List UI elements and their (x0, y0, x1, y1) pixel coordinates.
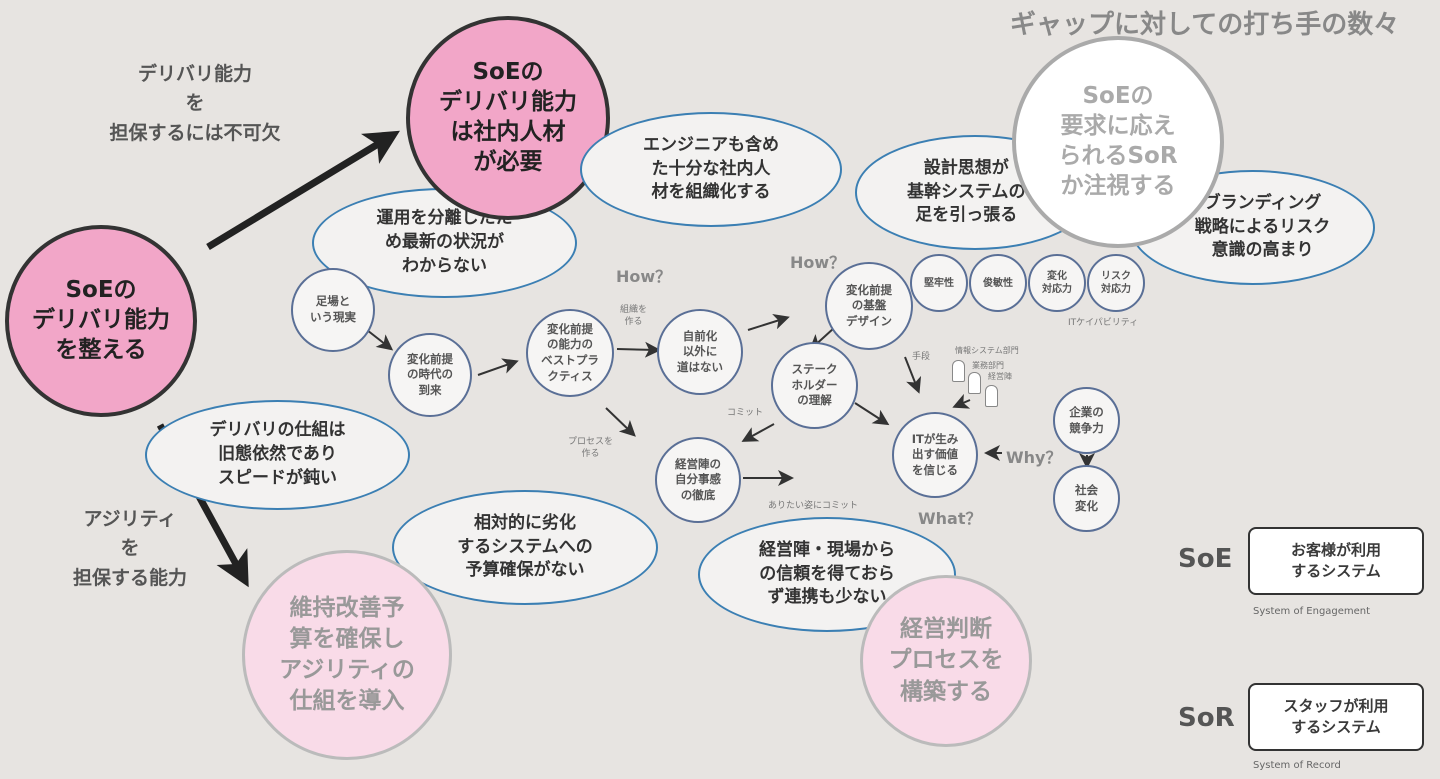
soe-talent-circle: SoEの デリバリ能力 は社内人材 が必要 (406, 16, 610, 220)
legend-full: System of Engagement (1253, 606, 1371, 617)
node-competitiveness: 企業の 競争力 (1053, 387, 1120, 454)
legend-full: System of Record (1253, 760, 1341, 771)
ellipse-delivery-old: デリバリの仕組は 旧態依然であり スピードが鈍い (145, 400, 410, 510)
soe-delivery-circle: SoEの デリバリ能力 を整える (5, 225, 197, 417)
person-label-business: 業務部門 (972, 361, 1004, 370)
label-commit: コミット (727, 408, 764, 418)
node-stakeholder: ステーク ホルダー の理解 (771, 342, 858, 429)
person-icon (952, 360, 965, 382)
legend-key: SoR (1178, 703, 1235, 733)
ellipse-budget: 相対的に劣化 するシステムへの 予算確保がない (392, 490, 658, 605)
budget-agility-circle: 維持改善予 算を確保し アジリティの 仕組を導入 (242, 550, 452, 760)
capability-label: ITケイパビリティ (1068, 318, 1139, 328)
side-note-top: デリバリ能力 を 担保するには不可欠 (109, 63, 281, 144)
legend-box: スタッフが利用 するシステム (1248, 683, 1424, 751)
node-management: 経営陣の 自分事感 の徹底 (655, 437, 741, 523)
label-ideal: ありたい姿にコミット (768, 501, 859, 511)
node-social-change: 社会 変化 (1053, 465, 1120, 532)
person-icon (968, 372, 981, 394)
ellipse-engineers: エンジニアも含め た十分な社内人 材を組織化する (580, 112, 842, 227)
person-label-it-dept: 情報システム部門 (955, 346, 1019, 355)
management-process-circle: 経営判断 プロセスを 構築する (860, 575, 1032, 747)
node-best-practice: 変化前提 の能力の ベストプラ クティス (526, 309, 614, 397)
sor-watch-circle: SoEの 要求に応え られるSoR か注視する (1012, 36, 1224, 248)
label-what: What？ (918, 509, 982, 528)
legend-box: お客様が利用 するシステム (1248, 527, 1424, 595)
capability-risk: リスク 対応力 (1087, 254, 1145, 312)
page-title: ギャップに対しての打ち手の数々 (1010, 10, 1400, 40)
capability-robustness: 堅牢性 (910, 254, 968, 312)
capability-agility: 俊敏性 (969, 254, 1027, 312)
arrow-big-top (206, 130, 400, 250)
label-how-1: How？ (616, 267, 672, 286)
label-process: プロセスを 作る (568, 437, 614, 459)
side-note-bottom: アジリティ を 担保する能力 (72, 508, 187, 589)
node-era: 変化前提 の時代の 到来 (388, 333, 472, 417)
person-label-executives: 経営陣 (988, 372, 1012, 381)
legend-key: SoE (1178, 544, 1233, 574)
node-base-design: 変化前提 の基盤 デザイン (825, 262, 913, 350)
node-inhouse: 自前化 以外に 道はない (657, 309, 743, 395)
person-icon (985, 385, 998, 407)
label-org: 組織を 作る (620, 305, 648, 327)
label-why: Why？ (1006, 448, 1062, 467)
node-scaffold: 足場と いう現実 (291, 268, 375, 352)
node-it-value: ITが生み 出す価値 を信じる (892, 412, 978, 498)
label-means: 手段 (912, 352, 931, 362)
capability-change: 変化 対応力 (1028, 254, 1086, 312)
label-how-2: How？ (790, 253, 846, 272)
